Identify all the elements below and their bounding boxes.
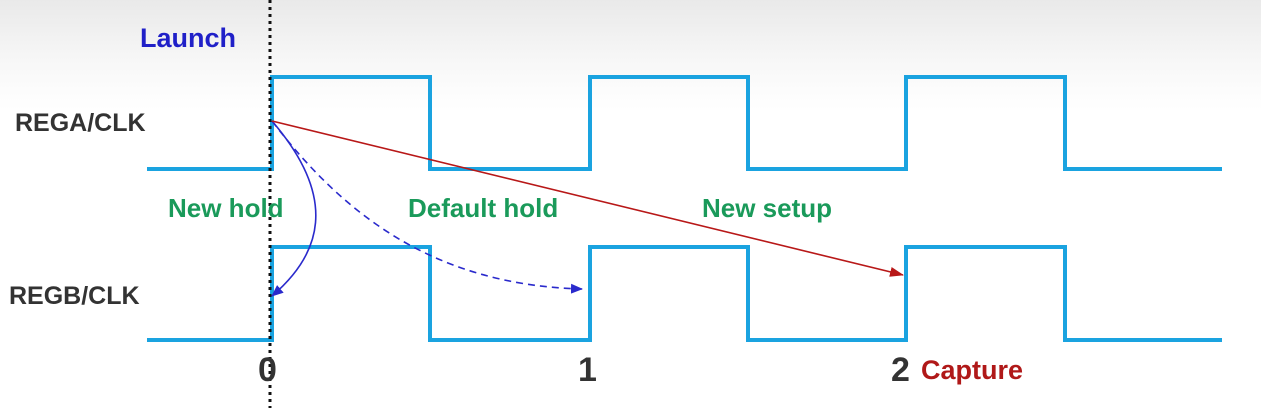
tick-label-1: 1 [578,351,597,389]
tick-label-0: 0 [258,351,277,389]
rega-clock-waveform [147,75,1222,171]
new-hold-label: New hold [168,193,284,223]
new-hold-arrow [271,120,317,297]
launch-label: Launch [140,23,236,53]
regb-clock-waveform [147,245,1222,342]
default-hold-arrow [271,120,583,294]
capture-label: Capture [921,355,1023,385]
new-setup-label: New setup [702,193,832,223]
new-setup-arrow [271,120,904,277]
tick-label-2: 2 [891,351,910,389]
regb-clk-label: REGB/CLK [9,282,140,310]
rega-clk-label: REGA/CLK [15,109,146,137]
default-hold-label: Default hold [408,193,558,223]
